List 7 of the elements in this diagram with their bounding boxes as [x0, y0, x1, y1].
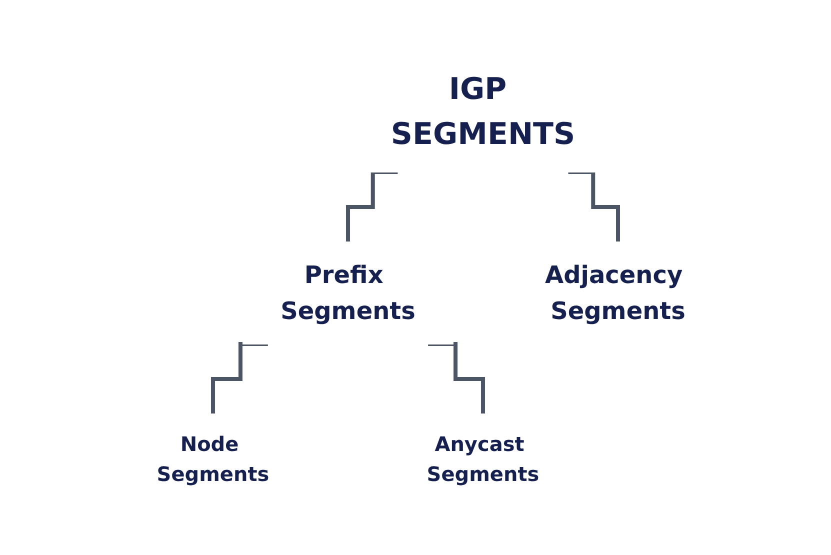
connector — [211, 342, 268, 416]
node-text: Anycast Segments — [426, 432, 540, 486]
node-text: Node Segments — [156, 432, 270, 486]
connector — [568, 170, 620, 244]
connector — [428, 342, 485, 416]
connector — [346, 170, 398, 244]
node-text: Adjacency Segments — [545, 260, 686, 324]
